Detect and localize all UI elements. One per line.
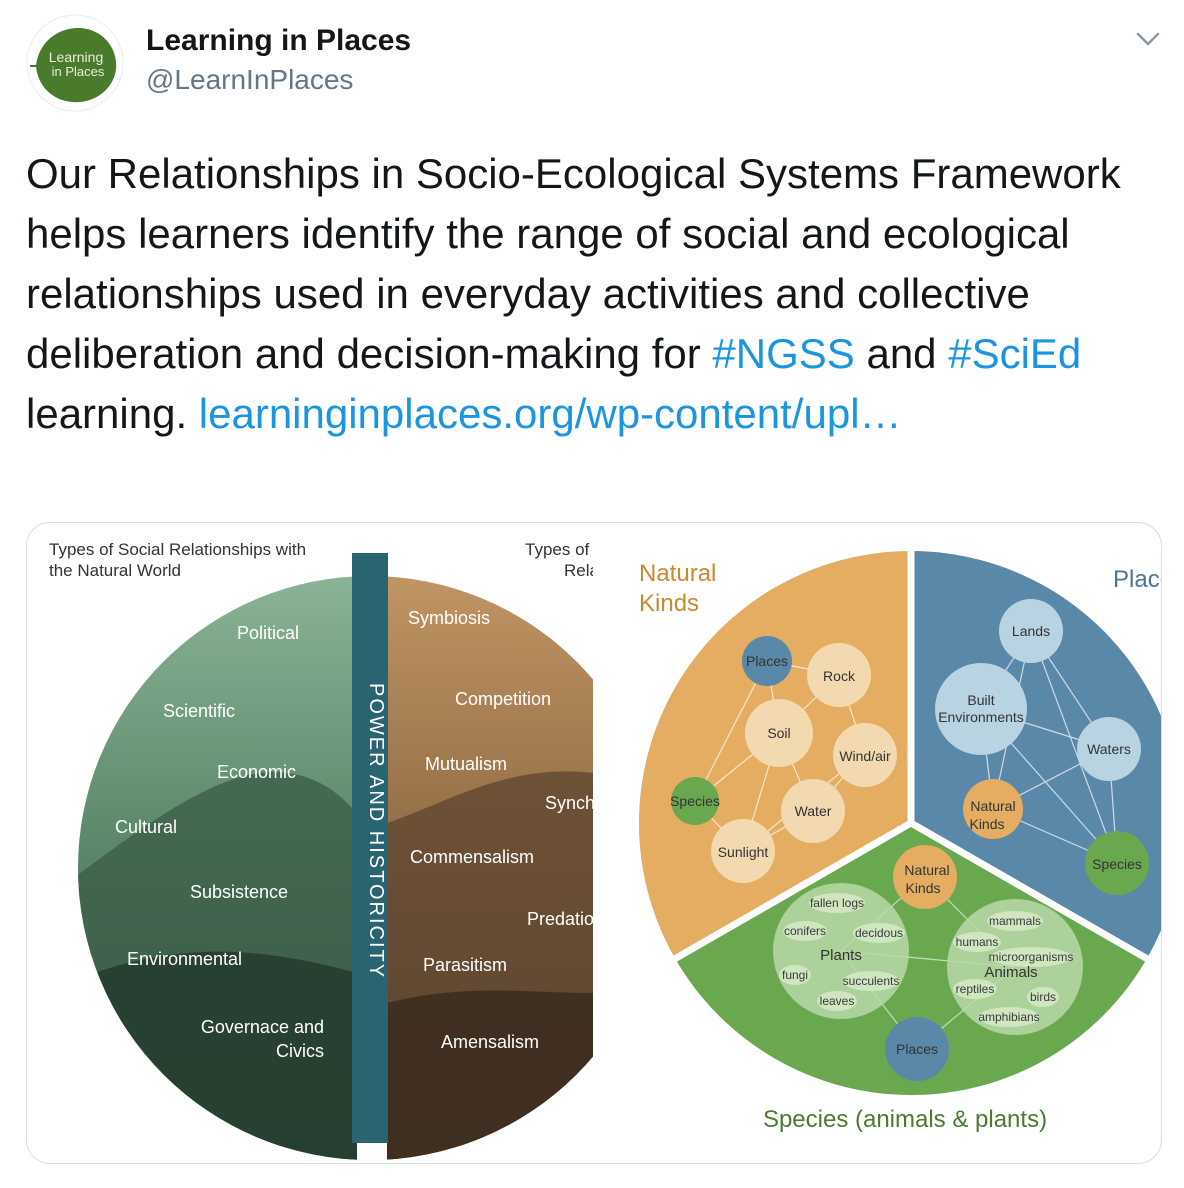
account-handle[interactable]: @LearnInPlaces (146, 64, 354, 95)
ecological-heading-line2: Rela (564, 561, 600, 580)
animal-humans: humans (956, 935, 999, 949)
pl-node-species: Species (1092, 856, 1142, 872)
plant-fungi: fungi (782, 968, 808, 982)
species-title: Species (animals & plants) (763, 1106, 1047, 1133)
hashtag-scied-link[interactable]: #SciEd (948, 330, 1082, 377)
nk-node-species: Species (670, 793, 720, 809)
nk-node-sunlight: Sunlight (718, 844, 769, 860)
social-type-governance-line2: Civics (276, 1041, 324, 1061)
eco-type-mutualism: Mutualism (425, 754, 507, 774)
chevron-down-icon[interactable] (1132, 26, 1164, 52)
hashtag-ngss-link[interactable]: #NGSS (712, 330, 855, 377)
social-heading-line1: Types of Social Relationships with (49, 540, 306, 559)
animal-microorganisms: microorganisms (989, 950, 1074, 964)
natural-kinds-title-line1: Natural (639, 560, 716, 587)
animal-reptiles: reptiles (956, 982, 995, 996)
nk-node-rock: Rock (823, 668, 856, 684)
social-type-governance-line1: Governace and (201, 1017, 324, 1037)
nk-node-places: Places (746, 653, 788, 669)
account-name[interactable]: Learning in Places (146, 24, 412, 57)
plant-decidous: decidous (855, 926, 903, 940)
social-ecological-relationships-figure: POWER AND HISTORICITY Types of Social Re… (27, 523, 605, 1163)
ecological-heading-line1: Types of E (525, 540, 605, 559)
eco-type-competition: Competition (455, 689, 551, 709)
plant-succulents: succulents (843, 974, 900, 988)
nk-node-soil: Soil (767, 725, 790, 741)
social-type-economic: Economic (217, 762, 296, 782)
animal-amphibians: amphibians (978, 1010, 1039, 1024)
social-type-scientific: Scientific (163, 701, 235, 721)
plant-leaves: leaves (820, 994, 855, 1008)
social-heading-line2: the Natural World (49, 561, 181, 580)
tweet-text-part1: Our Relationships in Socio-Ecological Sy… (26, 150, 1121, 377)
sp-node-natural-line1: Natural (904, 862, 949, 878)
tweet-text-part2: learning. (26, 390, 199, 437)
eco-type-parasitism: Parasitism (423, 955, 507, 975)
tweet-text-and: and (854, 330, 949, 377)
plant-conifers: conifers (784, 924, 826, 938)
url-link[interactable]: learninginplaces.org/wp-content/upl… (198, 390, 902, 437)
natural-kinds-title-line2: Kinds (639, 590, 699, 617)
eco-type-synch: Synch (545, 793, 595, 813)
animal-birds: birds (1030, 990, 1056, 1004)
logo-text-line1: Learning (49, 49, 104, 65)
nk-node-water: Water (795, 803, 832, 819)
pl-node-natural-line1: Natural (970, 798, 1015, 814)
eco-type-predatio: Predatio (527, 909, 594, 929)
plant-fallen-logs: fallen logs (810, 896, 864, 910)
sp-node-natural-line2: Kinds (905, 880, 940, 896)
social-type-political: Political (237, 623, 299, 643)
social-type-cultural: Cultural (115, 817, 177, 837)
logo-text-line2: in Places (52, 64, 105, 79)
social-type-subsistence: Subsistence (190, 882, 288, 902)
plants-label: Plants (820, 947, 862, 964)
center-band (352, 553, 388, 1143)
center-band-label: POWER AND HISTORICITY (365, 683, 387, 979)
animal-mammals: mammals (989, 914, 1041, 928)
tweet-body: Our Relationships in Socio-Ecological Sy… (26, 144, 1166, 444)
sp-node-places: Places (896, 1041, 938, 1057)
natural-kinds-places-species-figure: Natural Kinds Place Species (animals & p… (638, 547, 1161, 1133)
places-title: Place (1113, 566, 1161, 593)
pl-node-built-line1: Built (967, 692, 994, 708)
account-avatar[interactable]: Learning in Places (26, 14, 124, 112)
nk-node-wind-air: Wind/air (839, 748, 891, 764)
media-image-card[interactable]: POWER AND HISTORICITY Types of Social Re… (26, 522, 1162, 1164)
animals-label: Animals (984, 964, 1037, 981)
pl-node-natural-line2: Kinds (969, 816, 1004, 832)
leaf-logo-icon: Learning in Places (26, 14, 124, 112)
pl-node-lands: Lands (1012, 623, 1050, 639)
eco-type-amensalism: Amensalism (441, 1032, 539, 1052)
social-type-environmental: Environmental (127, 949, 242, 969)
eco-type-symbiosis: Symbiosis (408, 608, 490, 628)
eco-type-commensalism: Commensalism (410, 847, 534, 867)
pl-node-built-line2: Environments (938, 709, 1024, 725)
pl-node-waters: Waters (1087, 741, 1131, 757)
